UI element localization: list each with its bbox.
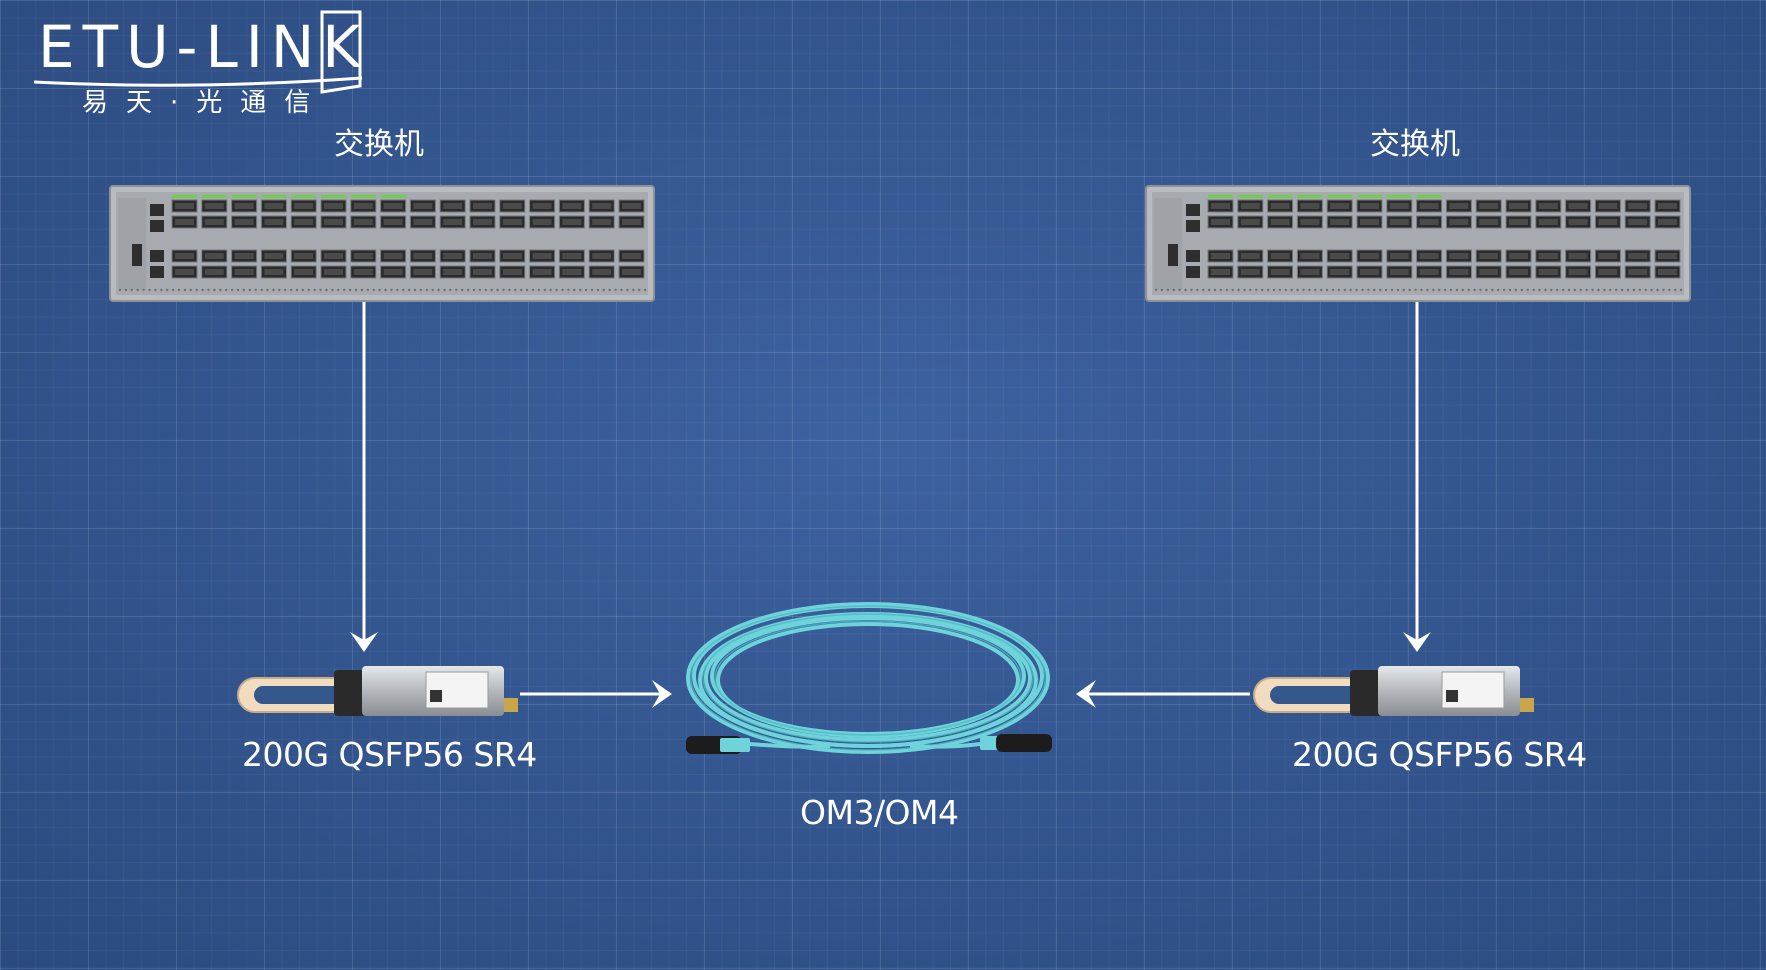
arrow-module-left-to-cable	[520, 680, 672, 708]
module-right-image	[1253, 666, 1534, 716]
mpo-connector-left-icon	[686, 736, 750, 754]
switch-left-label: 交换机	[334, 127, 424, 162]
arrow-switch-left-to-module	[350, 302, 378, 652]
module-left-label: 200G QSFP56 SR4	[242, 735, 537, 774]
module-left-image	[237, 666, 518, 716]
mpo-connector-right-icon	[980, 734, 1052, 752]
switch-right-image	[1145, 185, 1691, 302]
cable-label: OM3/OM4	[800, 793, 959, 832]
arrow-switch-right-to-module	[1403, 302, 1431, 652]
switch-right-label: 交换机	[1370, 127, 1460, 162]
logo-swoosh-icon	[33, 10, 363, 94]
arrow-module-right-to-cable	[1076, 680, 1250, 708]
fiber-cable-image	[686, 602, 1052, 754]
etu-link-logo: ETU-LINK 易天·光通信	[32, 8, 372, 118]
switch-left-image	[109, 185, 655, 302]
logo-subtitle: 易天·光通信	[82, 88, 329, 118]
module-right-label: 200G QSFP56 SR4	[1292, 735, 1587, 774]
logo-wordmark: ETU-LINK	[38, 13, 369, 81]
